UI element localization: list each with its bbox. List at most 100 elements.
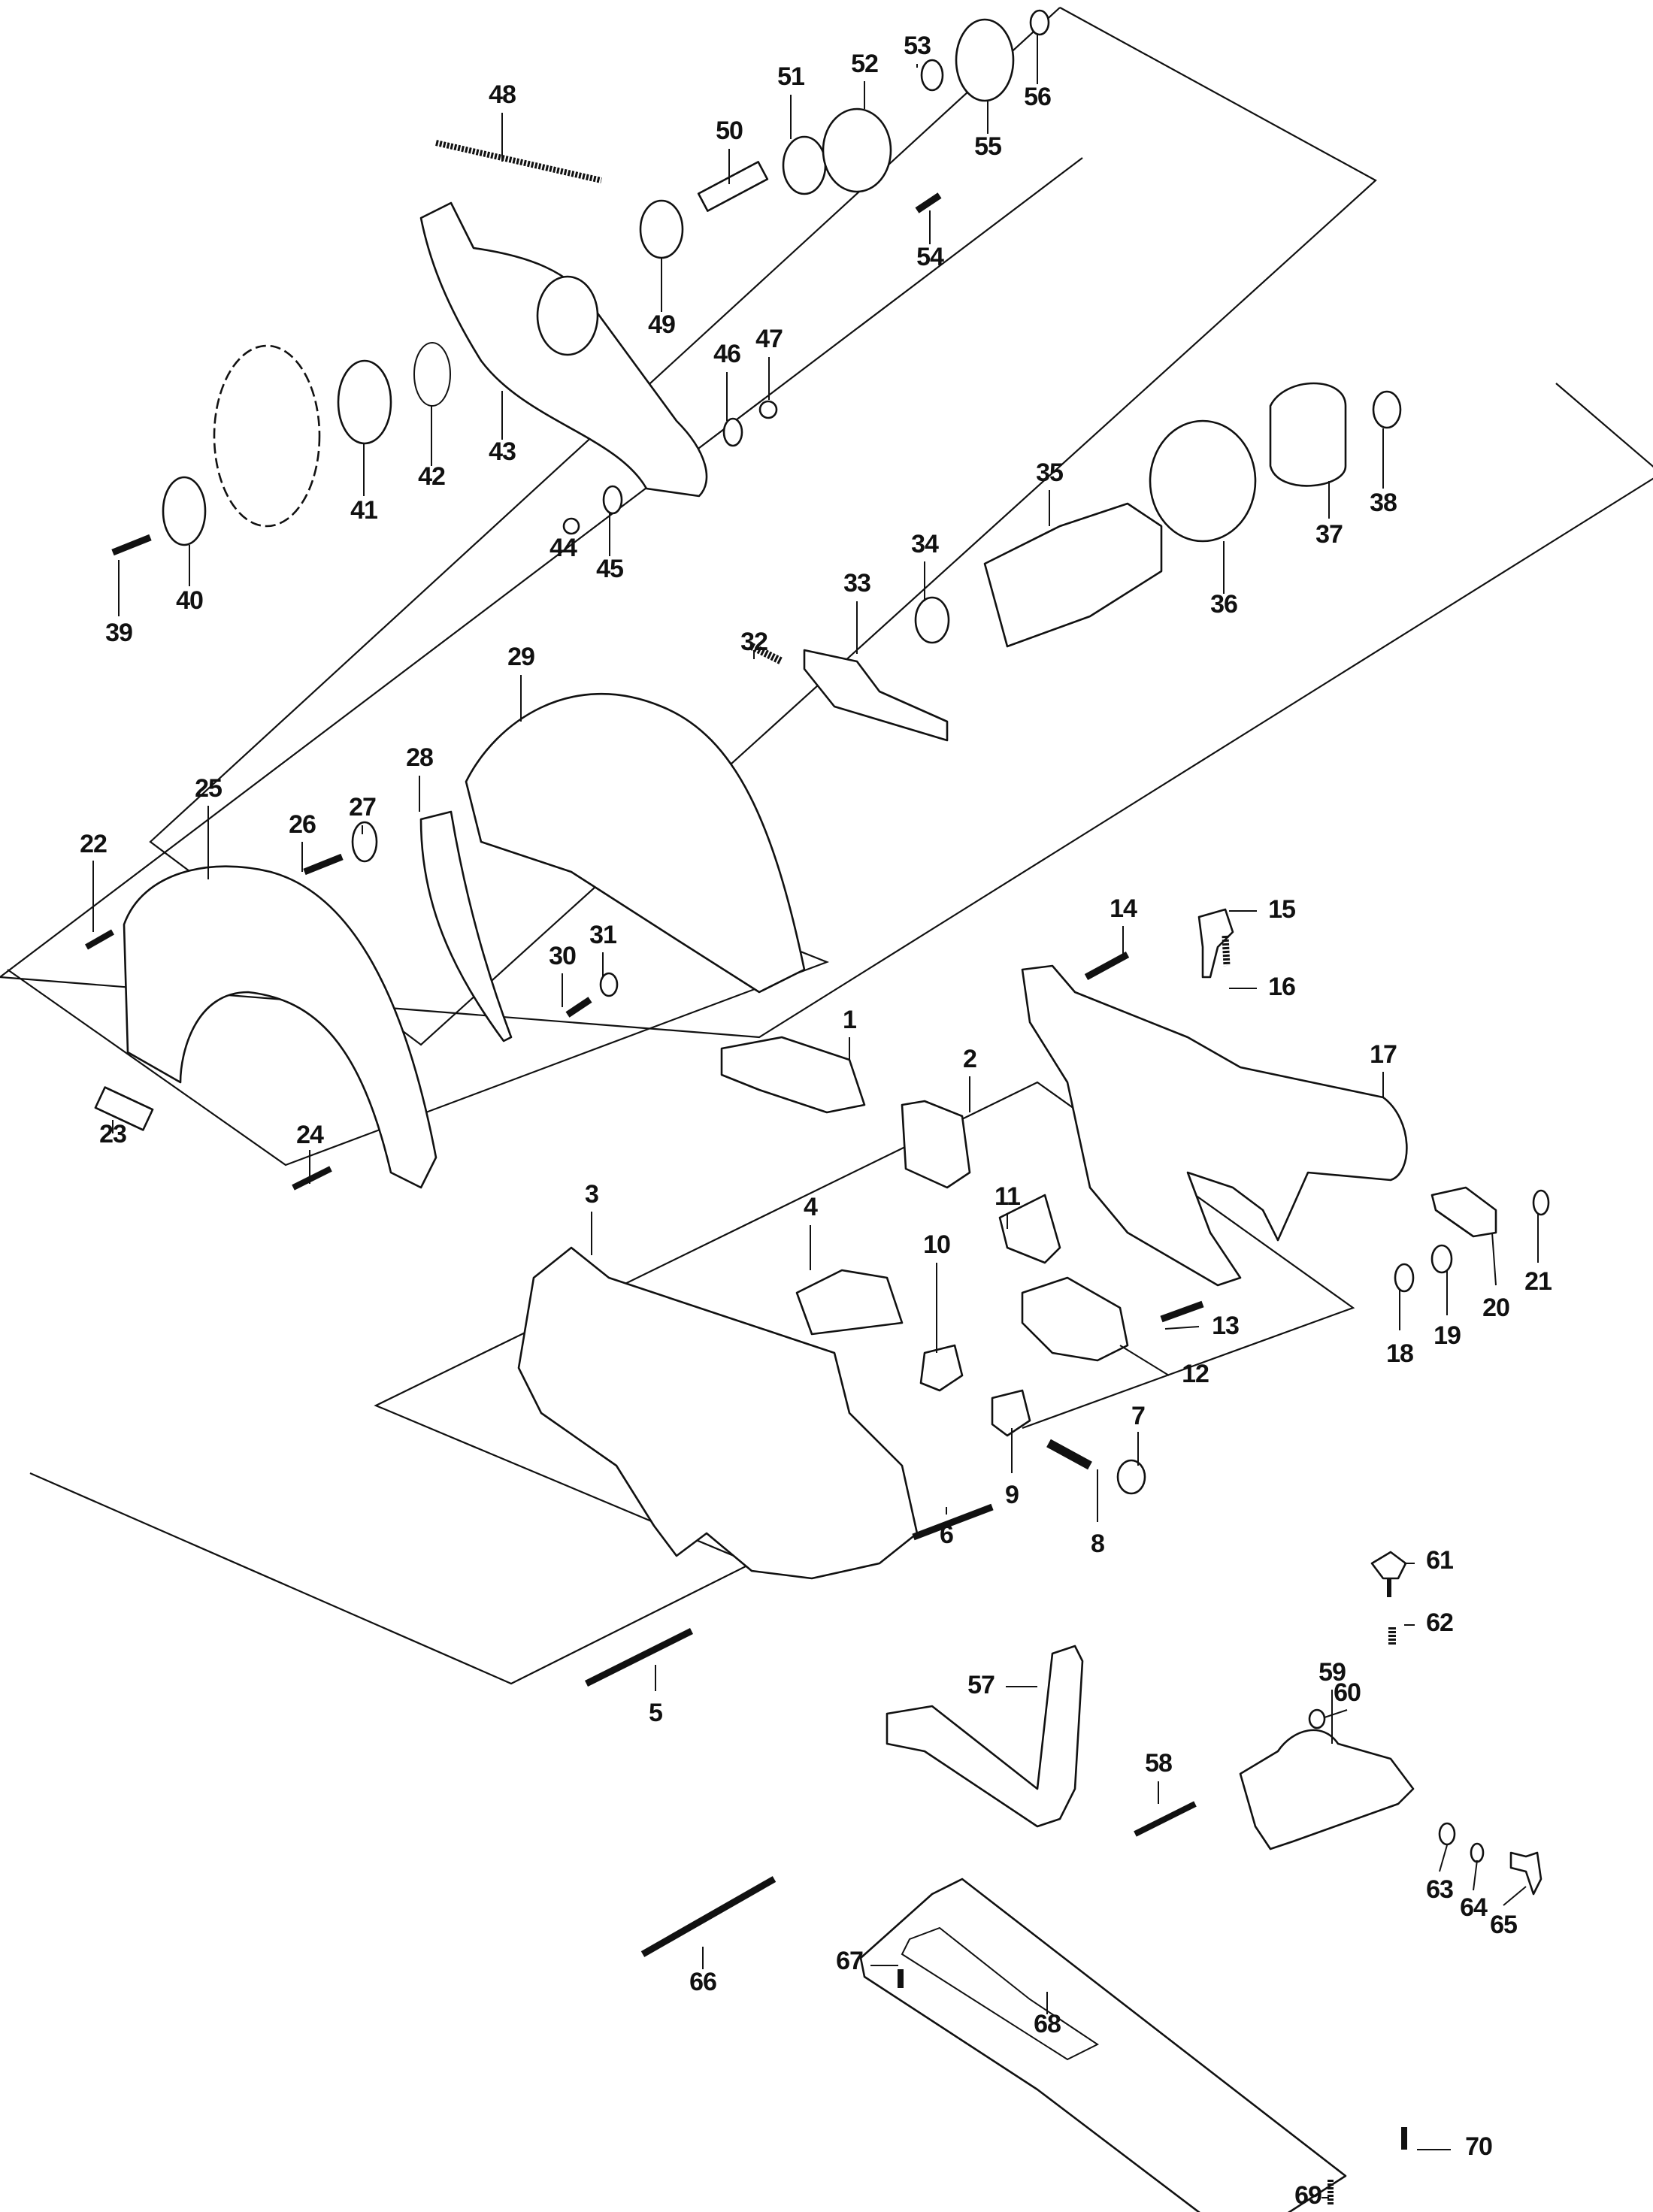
callout-part-26: 26	[289, 810, 316, 839]
part-41-flange	[337, 359, 392, 445]
leader-line-20	[1491, 1232, 1497, 1286]
callout-part-38: 38	[1370, 489, 1397, 517]
leader-lines	[92, 35, 1539, 2198]
leader-line-65	[1503, 1886, 1527, 1906]
callout-part-2: 2	[963, 1045, 976, 1073]
part-59-bevel-bracket	[1239, 1729, 1415, 1850]
part-12-motor-cover	[1021, 1276, 1129, 1362]
part-64-washer	[1470, 1842, 1485, 1863]
callout-part-61: 61	[1426, 1546, 1453, 1575]
part-6-screw	[912, 1503, 994, 1541]
callout-part-29: 29	[507, 643, 534, 671]
part-3-motor-housing	[517, 1246, 919, 1580]
part-60-nut	[1308, 1708, 1326, 1729]
callout-part-4: 4	[804, 1193, 818, 1221]
part-11-switch-lever	[998, 1194, 1061, 1264]
callout-part-30: 30	[549, 942, 576, 970]
callout-part-20: 20	[1482, 1294, 1509, 1322]
callout-part-22: 22	[80, 830, 107, 858]
callout-part-13: 13	[1212, 1312, 1239, 1340]
callout-part-7: 7	[1131, 1402, 1145, 1430]
callout-part-16: 16	[1268, 973, 1295, 1001]
callout-part-51: 51	[777, 62, 804, 91]
part-21-e-ring	[1532, 1189, 1550, 1216]
part-43-lever-hole	[536, 275, 599, 356]
callout-part-60: 60	[1334, 1678, 1361, 1707]
part-16-spring	[1222, 935, 1231, 967]
callout-part-8: 8	[1091, 1530, 1104, 1558]
part-31-sleeve	[599, 972, 619, 997]
part-17-handle-cover	[1021, 964, 1408, 1287]
part-52-bearing-box	[822, 107, 892, 193]
callout-part-25: 25	[195, 774, 222, 803]
part-13-screw	[1160, 1300, 1204, 1323]
callout-part-3: 3	[585, 1180, 598, 1209]
callout-part-36: 36	[1210, 590, 1237, 619]
callout-part-42: 42	[418, 462, 445, 491]
part-44-nut	[562, 517, 580, 535]
callout-part-45: 45	[596, 555, 623, 583]
callout-part-63: 63	[1426, 1875, 1453, 1904]
part-9-brush-holder	[991, 1389, 1031, 1437]
part-30-screw	[565, 997, 592, 1018]
callout-part-27: 27	[349, 793, 376, 822]
part-23-label	[94, 1086, 154, 1131]
callout-part-10: 10	[923, 1230, 950, 1259]
callout-part-49: 49	[648, 310, 675, 339]
part-14-screw	[1084, 952, 1130, 980]
callout-part-9: 9	[1005, 1481, 1019, 1509]
callout-part-43: 43	[489, 437, 516, 466]
callout-part-34: 34	[911, 530, 939, 558]
part-36-ring	[1149, 419, 1257, 543]
part-4-label	[795, 1269, 904, 1336]
part-35-armature	[983, 502, 1163, 648]
callout-part-62: 62	[1426, 1608, 1453, 1637]
part-20-lock-lever	[1430, 1186, 1497, 1238]
callout-part-53: 53	[904, 32, 931, 60]
part-19-sleeve	[1430, 1244, 1453, 1274]
frame-blade-guard-group	[149, 7, 1377, 1046]
part-68-base	[859, 1878, 1347, 2212]
part-63-washer	[1438, 1822, 1456, 1846]
callout-part-47: 47	[755, 325, 783, 353]
leader-line-64	[1473, 1859, 1478, 1891]
callout-part-17: 17	[1370, 1040, 1397, 1069]
callout-part-31: 31	[589, 921, 616, 949]
part-56-bearing	[1029, 9, 1050, 36]
callout-part-24: 24	[296, 1121, 324, 1149]
callout-part-54: 54	[916, 243, 944, 271]
part-22-screw	[85, 929, 114, 950]
part-38-bearing	[1372, 390, 1402, 429]
part-68-base-window	[901, 1926, 1099, 2061]
callout-part-14: 14	[1110, 894, 1137, 923]
part-24-screw	[292, 1166, 332, 1191]
callout-part-35: 35	[1036, 458, 1063, 487]
part-65-wing-bolt	[1509, 1851, 1542, 1896]
callout-part-52: 52	[851, 50, 878, 78]
part-58-screw	[1134, 1801, 1197, 1837]
callout-part-39: 39	[105, 619, 132, 647]
callout-part-40: 40	[176, 586, 203, 615]
part-25-safety-cover	[123, 865, 437, 1189]
parts	[85, 9, 1550, 2212]
callout-part-55: 55	[974, 132, 1001, 161]
leader-line-13	[1164, 1326, 1200, 1330]
leader-line-12	[1119, 1345, 1170, 1376]
callout-part-46: 46	[713, 340, 740, 368]
part-33-plate	[803, 649, 949, 742]
part-2-capacitor	[901, 1100, 971, 1189]
part-27-washer	[351, 821, 378, 863]
callout-part-11: 11	[995, 1182, 1020, 1211]
callout-part-21: 21	[1524, 1267, 1552, 1296]
part-5-screw	[584, 1627, 694, 1687]
leader-line-63	[1439, 1844, 1448, 1872]
part-32-spring	[749, 643, 784, 665]
callout-part-68: 68	[1034, 2010, 1061, 2038]
part-15-lock-button	[1197, 908, 1234, 979]
part-61-wing-bolt	[1370, 1551, 1407, 1580]
part-1-switch	[720, 1036, 866, 1114]
callout-part-44: 44	[549, 534, 577, 562]
saw-blade	[213, 344, 321, 528]
part-49-ring	[639, 199, 684, 259]
